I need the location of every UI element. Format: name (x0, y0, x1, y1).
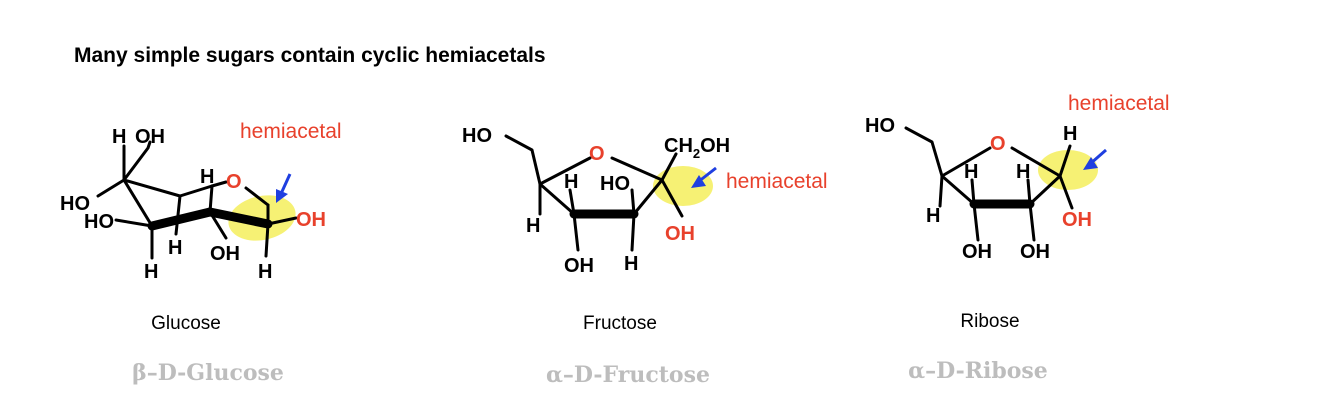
ribose-bond-c3-h (970, 178, 976, 206)
ribose-anomer-label: α–D-Ribose (908, 358, 1048, 384)
glucose-structure: H OH HO HO H O H OH H H OH hemiacetal Gl… (60, 120, 342, 386)
ribose-atom-h1: H (1063, 123, 1077, 145)
page-title: Many simple sugars contain cyclic hemiac… (74, 44, 546, 67)
ribose-atom-ring-o: O (990, 133, 1006, 155)
glucose-atom-h4: H (144, 261, 158, 283)
glucose-atom-oh1: OH (135, 126, 165, 148)
fructose-bond-c5-c4 (538, 182, 576, 216)
fructose-bond-c3-h (630, 212, 636, 252)
glucose-bond-c2-h (174, 194, 182, 236)
fructose-bond-c3-ho (630, 188, 636, 216)
ribose-bond-c4-h (938, 174, 944, 208)
fructose-atom-h2: H (526, 215, 540, 237)
ribose-bond-c2-c1 (1028, 174, 1062, 206)
fructose-bond-c2-ch2oh (660, 152, 678, 182)
ribose-bond-c3-oh (972, 202, 980, 242)
glucose-atom-h1: H (112, 126, 126, 148)
fructose-atom-ho1: HO (462, 125, 492, 147)
fructose-structure: HO O CH2OH H HO H OH OH H hemiacetal Fru… (462, 125, 828, 388)
fructose-bond-o-c2 (610, 156, 664, 182)
ribose-bond-c1-oh (1058, 174, 1074, 210)
glucose-bond-c5-o (210, 180, 228, 188)
fructose-atom-h1: H (564, 171, 578, 193)
glucose-hemiacetal-highlight (228, 195, 296, 241)
glucose-atom-ho1: HO (60, 193, 90, 215)
fructose-arrow-icon (691, 166, 717, 188)
glucose-atom-oh2: OH (210, 243, 240, 265)
glucose-atom-oh3: OH (296, 209, 326, 231)
fructose-bond-c5-o (538, 156, 592, 186)
fructose-atom-ch2oh: CH2OH (664, 135, 730, 161)
glucose-bond-front-2 (205, 207, 273, 229)
fructose-atom-oh2: OH (564, 255, 594, 277)
ribose-atom-h3: H (1016, 161, 1030, 183)
glucose-bond-ho1 (96, 178, 126, 198)
glucose-atom-ring-o: O (226, 171, 242, 193)
glucose-bond-front-1 (147, 207, 215, 231)
fructose-atom-h3: H (624, 253, 638, 275)
ribose-name: Ribose (960, 311, 1019, 332)
fructose-bond-c4-oh (572, 212, 580, 252)
glucose-atom-h2: H (200, 166, 214, 188)
glucose-anomer-label: β–D-Glucose (132, 360, 284, 386)
ribose-atom-oh1: OH (1062, 209, 1092, 231)
glucose-bond-c4-c3 (122, 178, 154, 228)
ribose-arrow-icon (1083, 148, 1107, 170)
fructose-name: Fructose (583, 313, 657, 334)
ribose-atom-oh2: OH (962, 241, 992, 263)
glucose-bond-upper (122, 178, 214, 198)
ribose-bond-c2-oh (1028, 202, 1036, 242)
glucose-atom-ho2: HO (84, 211, 114, 233)
fructose-atom-ring-o: O (589, 143, 605, 165)
ribose-atom-oh3: OH (1020, 241, 1050, 263)
ribose-atom-h2: H (964, 161, 978, 183)
ribose-hemiacetal-label: hemiacetal (1068, 92, 1170, 115)
glucose-name: Glucose (151, 313, 221, 334)
fructose-hemiacetal-label: hemiacetal (726, 170, 828, 193)
fructose-anomer-label: α–D-Fructose (546, 362, 710, 388)
glucose-arrow-icon (276, 173, 292, 203)
glucose-atom-h3: H (168, 237, 182, 259)
glucose-bond-ch2oh (122, 140, 152, 182)
fructose-atom-ho2: HO (600, 173, 630, 195)
glucose-bond-ho2 (114, 218, 154, 228)
ribose-bond-o-c1 (1010, 146, 1062, 178)
ribose-bond-c4-o (940, 146, 992, 178)
fructose-bond-c4-h (568, 188, 576, 216)
ribose-bond-c4-c3 (940, 174, 976, 206)
glucose-bond-c2-oh (208, 210, 228, 240)
fructose-bond-c3-c2 (632, 178, 664, 216)
glucose-hemiacetal-label: hemiacetal (240, 120, 342, 143)
ribose-atom-h4: H (926, 205, 940, 227)
ribose-structure: HO O H H H H OH OH OH hemiacetal Ribose … (865, 92, 1170, 384)
glucose-bond-c1-h (264, 222, 270, 258)
ribose-bond-ch2oh (904, 126, 944, 178)
glucose-bond-c1-oh (266, 216, 298, 226)
ribose-atom-ho1: HO (865, 115, 895, 137)
ribose-hemiacetal-highlight (1038, 150, 1098, 190)
glucose-bond-o-c1 (244, 186, 270, 207)
glucose-atom-h5: H (258, 261, 272, 283)
fructose-bond-ch2oh-left (504, 134, 542, 186)
glucose-bond-c5-h (208, 184, 214, 214)
ribose-bond-c1-h (1058, 144, 1072, 178)
fructose-bond-c2-oh (660, 178, 684, 218)
ribose-bond-c2-h (1026, 178, 1032, 206)
fructose-hemiacetal-highlight (653, 166, 713, 206)
fructose-atom-oh1: OH (665, 223, 695, 245)
